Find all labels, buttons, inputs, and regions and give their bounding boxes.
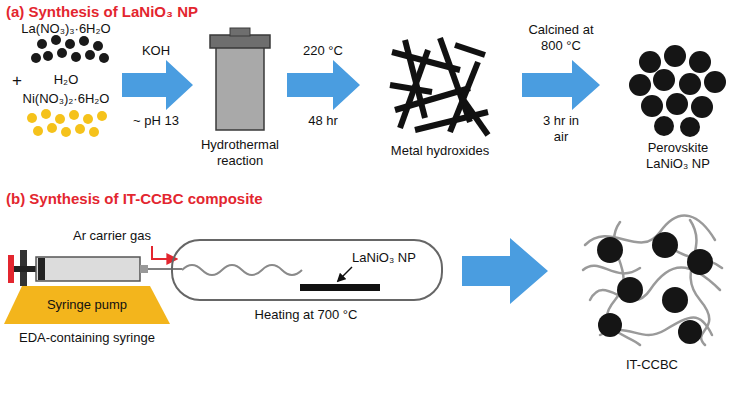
gas-arrow: [152, 246, 176, 259]
step-label: Hydrothermal reaction: [192, 137, 288, 170]
condition-label: 220 °C: [303, 43, 343, 59]
solvent-label: H₂O: [54, 72, 79, 88]
plus-sign: +: [12, 70, 22, 91]
product-label: Perovskite LaNiO₃ NP: [636, 140, 720, 173]
section-heading: (a) Synthesis of LaNiO₃ NP: [6, 3, 198, 22]
quartz-tube: [172, 240, 442, 300]
step-label: Metal hydroxides: [391, 143, 489, 159]
precursor-label: La(NO₃)₃·6H₂O: [21, 21, 110, 37]
composite-illustration: [583, 216, 722, 345]
condition-label: 48 hr: [308, 113, 338, 129]
perovskite-particles: [629, 45, 726, 137]
reagent-label: KOH: [142, 43, 170, 59]
equipment-label: EDA-containing syringe: [19, 330, 155, 346]
process-arrow: [122, 60, 600, 304]
la-nitrate-dots: [31, 35, 109, 63]
gas-label: Ar carrier gas: [73, 228, 151, 244]
condition-label: Calcined at 800 °C: [519, 22, 603, 55]
section-heading: (b) Synthesis of IT-CCBC composite: [6, 190, 263, 209]
precursor-label: Ni(NO₃)₂·6H₂O: [23, 91, 110, 107]
syringe-pump: [4, 250, 182, 324]
product-label: IT-CCBC: [626, 357, 678, 373]
equipment-label: Syringe pump: [47, 297, 127, 313]
autoclave: [210, 28, 270, 130]
condition-label: 3 hr in air: [542, 113, 580, 146]
condition-label: Heating at 700 °C: [255, 307, 358, 323]
ni-nitrate-dots: [27, 109, 107, 137]
condition-label: ~ pH 13: [133, 113, 179, 129]
sample-label: LaNiO₃ NP: [352, 250, 416, 266]
hydroxide-rods: [390, 38, 488, 135]
